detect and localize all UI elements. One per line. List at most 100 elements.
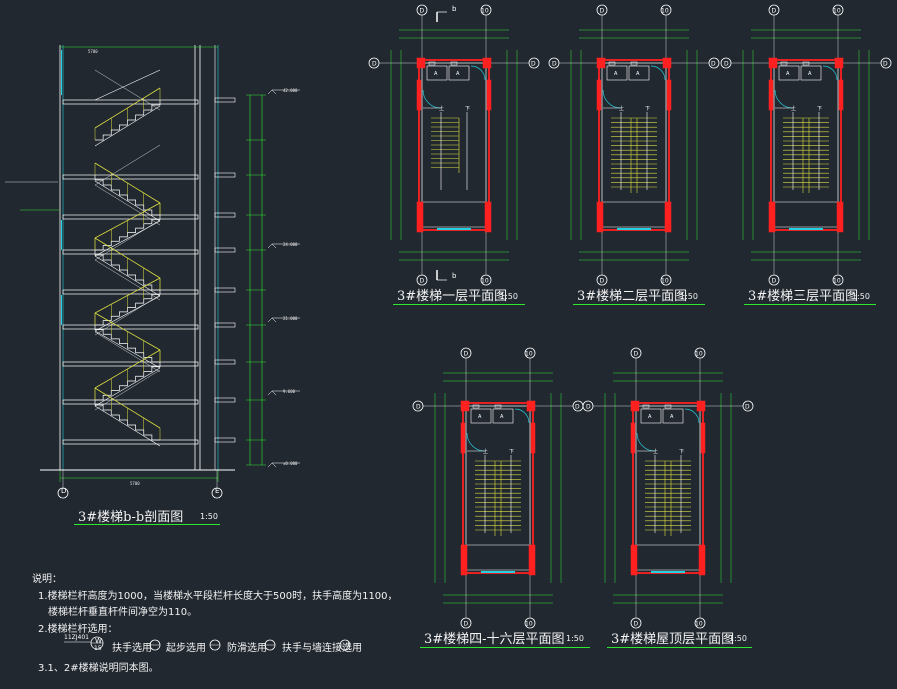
section-floor-slab (62, 439, 199, 445)
section-diagonal (94, 294, 161, 336)
plan-grid-label: 10 (525, 351, 533, 358)
notes-item-d: 扶手与墙连接选用 (282, 643, 362, 654)
plan-grid-label: D (745, 404, 750, 411)
notes-symbols (64, 636, 351, 651)
plan-small-box (802, 61, 810, 66)
plan-grid-label: D (420, 278, 425, 285)
section-marker-bottom: b (452, 272, 457, 280)
section-stair-soffit (94, 180, 161, 222)
section-stair-soffit (94, 330, 161, 369)
section-title-underline (74, 524, 220, 525)
plan-shaft-b (662, 408, 684, 424)
plan-grid-bubble-left (582, 400, 594, 412)
elevation-marker (267, 317, 277, 323)
plan-grid-label: 10 (833, 278, 841, 285)
plan-shaft-a (470, 408, 492, 424)
plan-grid-bubble-bottom (694, 617, 706, 629)
plan-shaft-label: A (648, 414, 652, 420)
plan-column (530, 422, 536, 454)
plan-grid-label: D (600, 8, 605, 15)
plan-scale-3: 1:50 (852, 292, 870, 301)
notes-line1b: 楼梯栏杆垂直杆件间净空为110。 (48, 607, 198, 618)
plan-grid-label: 10 (661, 8, 669, 15)
plan-grid-bubble-bottom (524, 617, 536, 629)
notes-item-a: 扶手选用 (112, 643, 152, 654)
plan-column (768, 57, 778, 69)
plan-down-mark: 下 (465, 106, 470, 112)
plan-door-arc (650, 65, 666, 81)
plan-grid-label: 10 (481, 278, 489, 285)
plan-grid-bubble-right (528, 57, 540, 69)
plan-grid-label: 10 (481, 8, 489, 15)
plan-grid-bubble-top (524, 347, 536, 359)
notes-line1: 1.楼梯栏杆高度为1000，当楼梯水平段栏杆长度大于500时，扶手高度为1100… (38, 591, 398, 602)
plan-grid-bubble-bottom (768, 274, 780, 286)
section-top-dim: 5700 (88, 49, 98, 54)
section-diagonal (94, 331, 161, 373)
section-axis-right: E (215, 487, 220, 495)
plan-grid-label: D (464, 351, 469, 358)
section-beam (214, 212, 236, 218)
notes-item-b: 起步选用 (166, 643, 206, 654)
plan-column (698, 544, 706, 576)
plan-column (596, 79, 602, 111)
plan-column (416, 57, 426, 69)
plan-shaft-label: A (434, 71, 438, 77)
plan-grid-label: D (552, 61, 557, 68)
section-diagonal (94, 259, 161, 301)
section-beam (214, 397, 236, 403)
section-beam (214, 247, 236, 253)
section-beam (214, 437, 236, 443)
plan-grid-bubble-top (832, 4, 844, 16)
plan-grid-label: D (586, 404, 591, 411)
notes-line3: 3.1、2#楼梯说明同本图。 (38, 663, 159, 674)
plan-wall-outline (598, 59, 670, 231)
plan-title-5: 3#楼梯屋顶层平面图 (611, 632, 735, 647)
section-beam (214, 172, 236, 178)
plan-small-box (494, 404, 502, 409)
section-diagonal (94, 69, 161, 111)
plan-grid-bubble-left (548, 57, 560, 69)
stair-section-drawing (5, 45, 300, 499)
section-title: 3#楼梯b-b剖面图 (78, 510, 184, 525)
plan-shaft-a (778, 65, 800, 81)
plan-down-mark: 下 (817, 106, 822, 112)
plan-column (416, 79, 422, 111)
plan-grid-bubble-right (742, 400, 754, 412)
plan-wall-inner (465, 405, 531, 571)
section-floor-slab (62, 249, 199, 255)
elev-3: 21.000 (283, 316, 298, 321)
plan-grid-label: D (772, 8, 777, 15)
plan-title-1: 3#楼梯一层平面图 (397, 289, 508, 304)
section-floor-slab (62, 214, 199, 220)
plan-grid-label: D (464, 621, 469, 628)
plan-column (662, 57, 672, 69)
plan-down-mark: 下 (645, 106, 650, 112)
plan-shaft-a (640, 408, 662, 424)
section-floor-slab (62, 324, 199, 330)
plan-shaft-label: A (456, 71, 460, 77)
section-diagonal (94, 369, 161, 411)
section-beam (214, 359, 236, 365)
plan-column (460, 400, 470, 412)
section-beam (214, 322, 236, 328)
notes-item-c: 防滑选用 (227, 643, 267, 654)
section-stair-soffit (94, 105, 161, 147)
plan-small-box (472, 404, 480, 409)
plan-grid-bubble-top (416, 4, 428, 16)
elevation-marker (267, 243, 277, 249)
plan-grid-label: D (634, 621, 639, 628)
plan-grid-label: D (724, 61, 729, 68)
plan-shaft-label: A (478, 414, 482, 420)
elevation-marker (267, 462, 277, 468)
plan-column (700, 422, 706, 454)
plan-down-mark: 下 (679, 449, 684, 455)
plan-column (696, 400, 706, 412)
plan-wall-outline (770, 59, 842, 231)
plan-column (460, 422, 466, 454)
section-axis-left: D (61, 487, 67, 495)
plan-grid-bubble-left (368, 57, 380, 69)
plan-grid-bubble-top (596, 4, 608, 16)
plan-small-box (608, 61, 616, 66)
